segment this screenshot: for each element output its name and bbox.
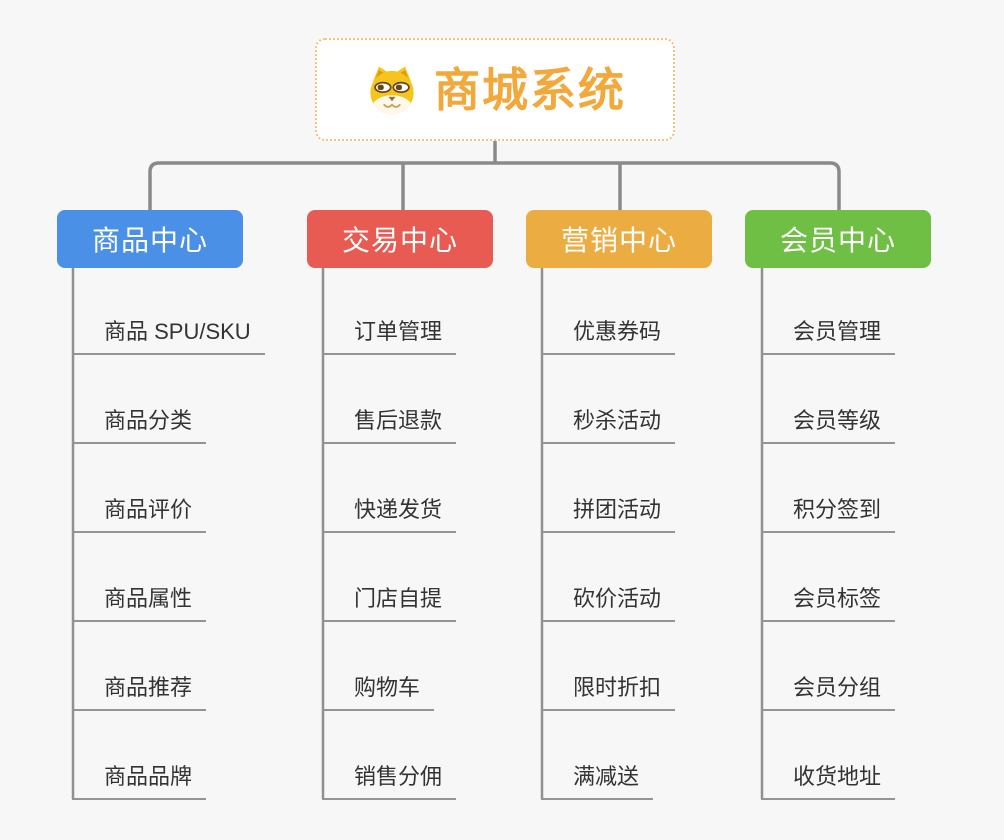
child-item[interactable]: 商品评价 bbox=[72, 495, 207, 533]
branch-product-center[interactable]: 商品中心 bbox=[57, 210, 243, 268]
child-item[interactable]: 商品品牌 bbox=[72, 762, 207, 800]
branch-member-center[interactable]: 会员中心 bbox=[745, 210, 931, 268]
child-item[interactable]: 订单管理 bbox=[322, 317, 457, 355]
child-item[interactable]: 砍价活动 bbox=[541, 584, 676, 622]
child-item[interactable]: 商品推荐 bbox=[72, 673, 207, 711]
child-item[interactable]: 会员标签 bbox=[761, 584, 896, 622]
root-title: 商城系统 bbox=[434, 63, 626, 116]
child-item[interactable]: 收货地址 bbox=[761, 762, 896, 800]
child-item[interactable]: 秒杀活动 bbox=[541, 406, 676, 444]
child-item[interactable]: 购物车 bbox=[322, 673, 435, 711]
branch-label: 营销中心 bbox=[560, 225, 677, 256]
child-item[interactable]: 积分签到 bbox=[761, 495, 896, 533]
child-item[interactable]: 商品 SPU/SKU bbox=[72, 317, 265, 355]
child-item[interactable]: 会员等级 bbox=[761, 406, 896, 444]
child-item[interactable]: 商品属性 bbox=[72, 584, 207, 622]
tree-connector-line bbox=[148, 161, 841, 211]
root-node[interactable]: 商城系统 bbox=[315, 38, 675, 141]
branch-trade-center[interactable]: 交易中心 bbox=[307, 210, 493, 268]
child-item[interactable]: 限时折扣 bbox=[541, 673, 676, 711]
child-item[interactable]: 快递发货 bbox=[322, 495, 457, 533]
child-item[interactable]: 门店自提 bbox=[322, 584, 457, 622]
child-item[interactable]: 拼团活动 bbox=[541, 495, 676, 533]
child-item[interactable]: 满减送 bbox=[541, 762, 654, 800]
dog-icon bbox=[364, 64, 420, 116]
branch-label: 会员中心 bbox=[779, 225, 896, 256]
branch-marketing-center[interactable]: 营销中心 bbox=[526, 210, 712, 268]
child-item[interactable]: 售后退款 bbox=[322, 406, 457, 444]
child-item[interactable]: 销售分佣 bbox=[322, 762, 457, 800]
branch-label: 商品中心 bbox=[91, 225, 208, 256]
child-item[interactable]: 商品分类 bbox=[72, 406, 207, 444]
child-item[interactable]: 优惠券码 bbox=[541, 317, 676, 355]
branch-label: 交易中心 bbox=[341, 225, 458, 256]
child-item[interactable]: 会员分组 bbox=[761, 673, 896, 711]
child-item[interactable]: 会员管理 bbox=[761, 317, 896, 355]
